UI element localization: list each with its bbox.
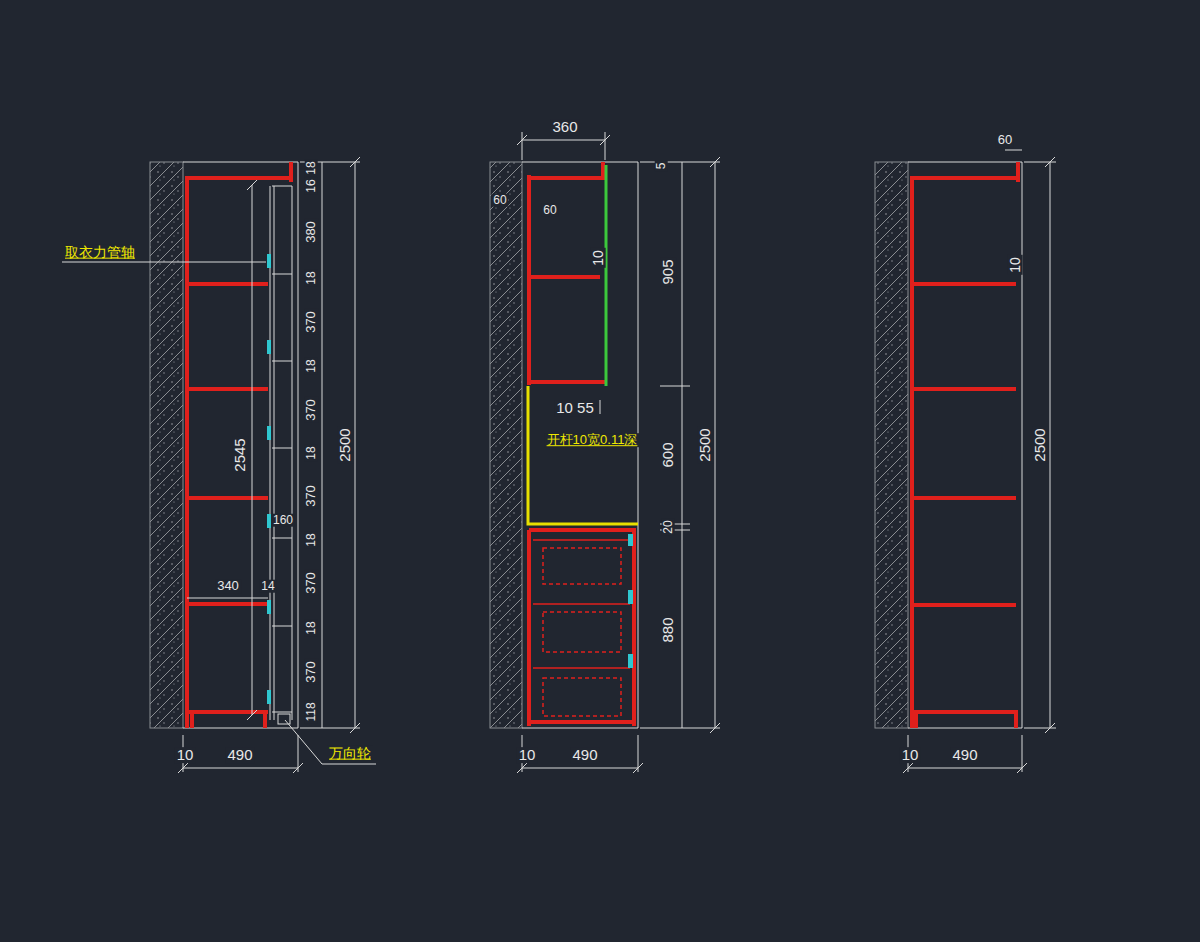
- outline: [183, 162, 1022, 728]
- dimension-text: 18: [305, 619, 318, 636]
- dimension-text: 600: [660, 440, 676, 469]
- dimension-text: 20: [662, 518, 675, 535]
- handle: [628, 534, 633, 668]
- dimension-text: 10: [900, 747, 921, 763]
- dimension-text: 2500: [1032, 426, 1048, 463]
- cabinet-panels: [187, 162, 292, 728]
- dimension-text: 2545: [232, 436, 248, 473]
- dimension-lines: [517, 132, 720, 773]
- dimension-text: 370: [304, 309, 318, 335]
- callout-label: 万向轮: [327, 746, 373, 761]
- dimension-text: 490: [570, 747, 599, 763]
- dimension-text: 5: [655, 161, 668, 172]
- dimension-text: 340: [215, 579, 241, 593]
- dimension-text: 18: [305, 269, 318, 286]
- drawer: [543, 548, 621, 716]
- dimension-text: 18: [305, 531, 318, 548]
- dimension-text: 18: [305, 444, 318, 461]
- door-panel: [270, 186, 292, 724]
- dimension-text: 370: [304, 483, 318, 509]
- dimension-text: 10: [1008, 255, 1023, 275]
- dimension-text: 10 55: [554, 400, 596, 416]
- hinge: [267, 254, 271, 704]
- dimension-text: 60: [541, 204, 558, 217]
- dimension-text: 18: [305, 159, 318, 176]
- dimension-text: 905: [660, 257, 676, 286]
- dimension-text: 118: [305, 700, 318, 723]
- cabinet-panels: [912, 162, 1019, 728]
- callout-label: 取衣力管轴: [63, 245, 137, 260]
- dimension-text: 370: [304, 397, 318, 423]
- dimension-text: 60: [491, 194, 508, 207]
- dimension-text: 360: [550, 119, 579, 135]
- dimension-text: 370: [304, 659, 318, 685]
- dimension-text: 10: [175, 747, 196, 763]
- dimension-lines: [903, 150, 1056, 773]
- dimension-lines: [62, 157, 376, 773]
- wall-hatch: [150, 162, 908, 728]
- dimension-text: 14: [259, 580, 276, 593]
- dimension-text: 18: [305, 357, 318, 374]
- dimension-text: 16: [305, 177, 318, 194]
- dimension-text: 10: [517, 747, 538, 763]
- dimension-text: 880: [660, 615, 676, 644]
- dimension-text: 370: [304, 570, 318, 596]
- dimension-text: 160: [271, 514, 295, 527]
- dimension-text: 60: [996, 133, 1014, 147]
- dimension-text: 2500: [697, 426, 713, 463]
- dimension-text: 10: [591, 248, 606, 268]
- drawer-front: [533, 540, 630, 668]
- dimension-text: 490: [225, 747, 254, 763]
- dimension-text: 380: [304, 219, 318, 245]
- open-niche: [528, 386, 638, 524]
- glass-door: [605, 165, 608, 386]
- note-label: 开杆10宽0.11深: [545, 433, 640, 447]
- dimension-text: 2500: [337, 426, 353, 463]
- dimension-text: 490: [950, 747, 979, 763]
